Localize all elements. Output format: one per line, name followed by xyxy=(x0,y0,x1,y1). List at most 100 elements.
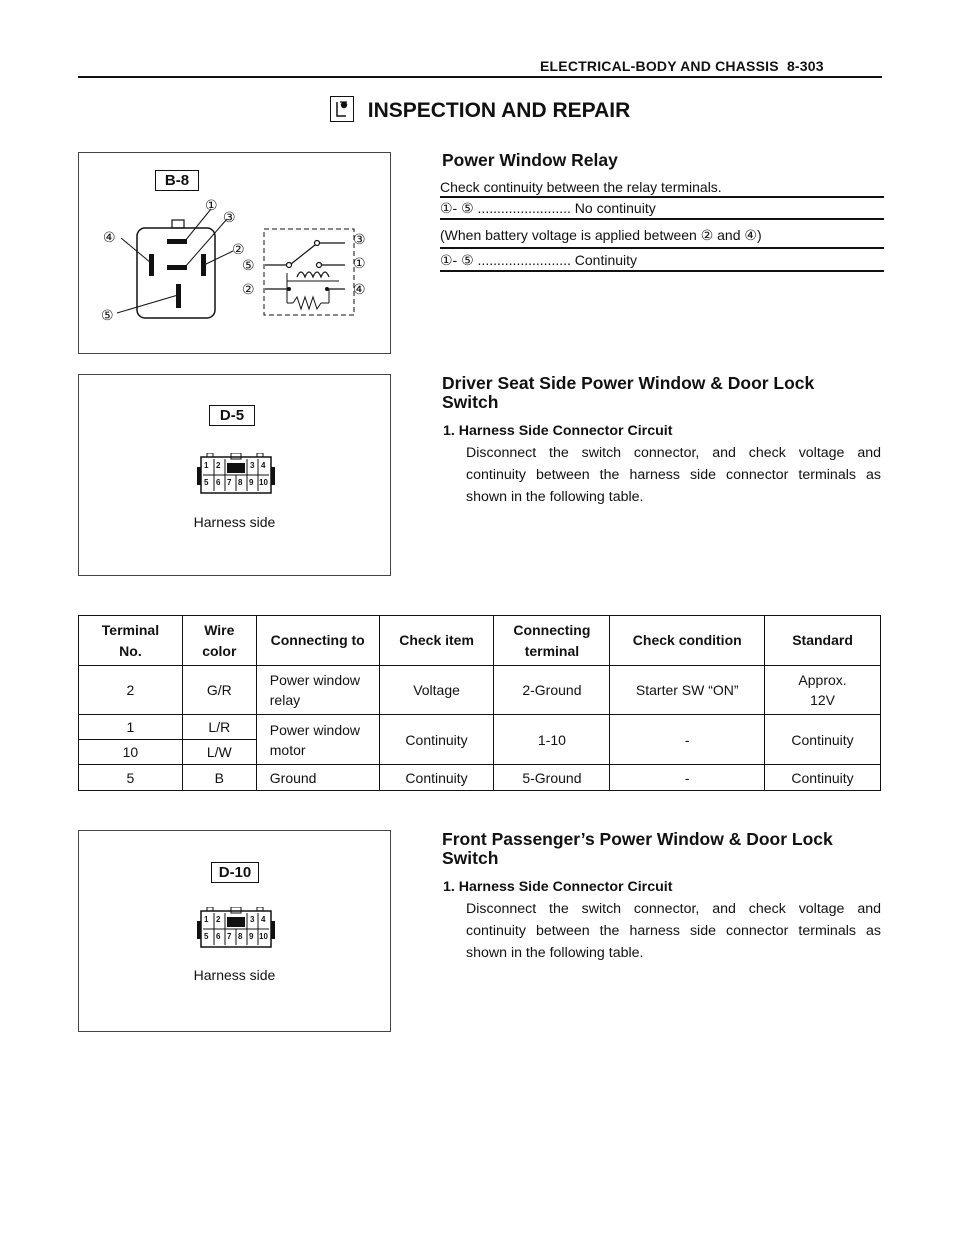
connector-pin: 7 xyxy=(227,932,232,941)
table-row: 10 L/W xyxy=(78,739,881,765)
driver-step-text: Disconnect the switch connector, and che… xyxy=(466,445,881,505)
header-text: Wire xyxy=(204,621,235,638)
table-cell: 10 xyxy=(78,739,183,765)
relay-figure-tag: B-8 xyxy=(155,170,199,191)
relay-pin-label: ② xyxy=(242,281,255,297)
header-text: Connecting xyxy=(513,621,591,638)
connector-pin: 1 xyxy=(204,915,209,924)
cell-text: relay xyxy=(269,692,301,708)
driver-step-heading: 1. Harness Side Connector Circuit xyxy=(443,423,673,439)
header-text: color xyxy=(202,642,237,659)
table-header: Wire color xyxy=(181,615,257,666)
connector-pin: 5 xyxy=(204,932,209,941)
relay-pin-label: ⑤ xyxy=(101,307,114,323)
connector-pin: 10 xyxy=(259,932,268,941)
connector-pin: 2 xyxy=(216,461,221,470)
table-cell: L/R xyxy=(181,714,257,740)
table-cell: - xyxy=(609,714,766,765)
passenger-section-title: Front Passenger’s Power Window & Door Lo… xyxy=(442,830,833,868)
header-text: terminal xyxy=(524,642,580,659)
relay-pin-label: ④ xyxy=(353,281,366,297)
relay-pin-label: ③ xyxy=(353,231,366,247)
table-cell: Power window motor xyxy=(255,714,380,765)
inspection-icon xyxy=(329,96,354,122)
table-header: Standard xyxy=(764,615,881,666)
connector-pin: 6 xyxy=(216,932,221,941)
table-cell: Approx.12V xyxy=(764,665,881,715)
relay-figure: B-8 ① ③ ④ ② ⑤ ② ⑤ xyxy=(78,152,391,354)
page-title: INSPECTION AND REPAIR xyxy=(0,96,960,124)
connector-pin: 5 xyxy=(204,478,209,487)
passenger-figure-caption: Harness side xyxy=(193,967,276,983)
table-row: 5 B Ground Continuity 5-Ground - Continu… xyxy=(78,764,881,791)
passenger-section-title-line: Switch xyxy=(442,848,499,868)
table-cell: 5-Ground xyxy=(493,764,611,791)
relay-rule xyxy=(440,218,884,220)
passenger-connector: 1 2 3 4 5 6 7 8 9 10 xyxy=(197,907,277,951)
relay-pin-label: ④ xyxy=(103,229,116,245)
connector-pin: 8 xyxy=(238,932,243,941)
driver-figure-tag: D-5 xyxy=(209,405,255,426)
relay-pin-label: ① xyxy=(353,255,366,271)
table-cell: 1-10 xyxy=(493,714,611,765)
connector-pin: 10 xyxy=(259,478,268,487)
table-cell: B xyxy=(181,764,257,791)
relay-line-2: (When battery voltage is applied between… xyxy=(440,227,762,243)
relay-section-title: Power Window Relay xyxy=(442,150,618,170)
cell-text: Approx. xyxy=(798,672,847,688)
relay-line-3: ①- ⑤ ........................ Continuity xyxy=(440,252,638,268)
table-cell: L/W xyxy=(181,739,257,765)
relay-diagram xyxy=(116,208,355,319)
connector-pin: 1 xyxy=(204,461,209,470)
page-header: ELECTRICAL-BODY AND CHASSIS 8-303 xyxy=(540,58,824,74)
connector-pin: 4 xyxy=(261,915,266,924)
relay-pin-label: ② xyxy=(232,241,245,257)
table-header: Check condition xyxy=(609,615,766,666)
table-cell: G/R xyxy=(181,665,257,715)
relay-pin-label: ③ xyxy=(223,209,236,225)
header-text: No. xyxy=(119,642,142,659)
connector-pin: 3 xyxy=(250,915,255,924)
table-cell: 2-Ground xyxy=(493,665,611,715)
table-header: Connecting to xyxy=(255,615,380,666)
driver-figure-caption: Harness side xyxy=(193,514,276,530)
connector-pin: 3 xyxy=(250,461,255,470)
page-title-text: INSPECTION AND REPAIR xyxy=(367,99,631,122)
connector-pin: 7 xyxy=(227,478,232,487)
table-cell: 2 xyxy=(78,665,183,715)
table-cell: Continuity xyxy=(764,714,881,765)
connector-pin: 9 xyxy=(249,478,254,487)
connector-pin: 4 xyxy=(261,461,266,470)
passenger-connector-figure: D-10 1 2 3 4 5 6 7 8 9 10 Harness side xyxy=(78,830,391,1032)
relay-pin-label: ⑤ xyxy=(242,257,255,273)
table-cell: - xyxy=(609,764,766,791)
table-cell: 1 xyxy=(78,714,183,740)
header-text: Terminal xyxy=(101,621,160,638)
passenger-figure-tag: D-10 xyxy=(211,862,259,883)
connector-pin: 6 xyxy=(216,478,221,487)
table-cell: 5 xyxy=(78,764,183,791)
table-header: Check item xyxy=(378,615,495,666)
header-section: ELECTRICAL-BODY AND CHASSIS xyxy=(540,58,779,74)
table-cell: Continuity xyxy=(378,714,495,765)
passenger-step-heading: 1. Harness Side Connector Circuit xyxy=(443,879,673,895)
connector-pin: 2 xyxy=(216,915,221,924)
relay-intro: Check continuity between the relay termi… xyxy=(440,179,722,195)
passenger-section-title-line: Front Passenger’s Power Window & Door Lo… xyxy=(442,829,833,849)
header-rule xyxy=(78,76,882,78)
connector-pin: 9 xyxy=(249,932,254,941)
driver-section-title-line: Switch xyxy=(442,392,499,412)
cell-text: motor xyxy=(269,741,306,758)
table-cell: Ground xyxy=(255,764,380,791)
header-page-number: 8-303 xyxy=(786,58,824,74)
cell-text: Power window xyxy=(269,721,361,738)
table-cell: Continuity xyxy=(764,764,881,791)
driver-connector: 1 2 3 4 5 6 7 8 9 10 xyxy=(197,453,277,497)
driver-connector-figure: D-5 1 2 3 4 5 6 7 8 9 10 Harness side xyxy=(78,374,391,576)
driver-section-title: Driver Seat Side Power Window & Door Loc… xyxy=(442,374,814,412)
